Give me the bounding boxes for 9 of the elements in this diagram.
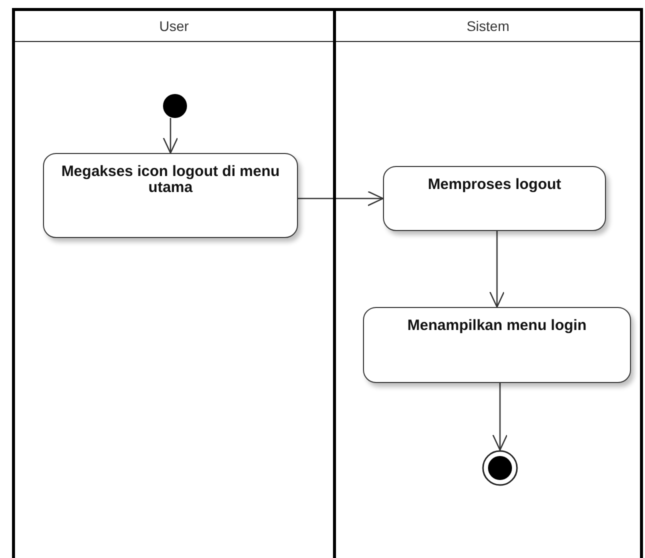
arrow [162, 118, 178, 154]
arrow [489, 231, 505, 308]
arrow [492, 383, 508, 451]
action-box: Megakses icon logout di menu utama [43, 153, 298, 238]
action-box: Menampilkan menu login [363, 307, 631, 383]
lane-header: Sistem [336, 11, 640, 42]
arrow [298, 190, 384, 206]
action-box: Memproses logout [383, 166, 606, 231]
lane-header: User [15, 11, 333, 42]
